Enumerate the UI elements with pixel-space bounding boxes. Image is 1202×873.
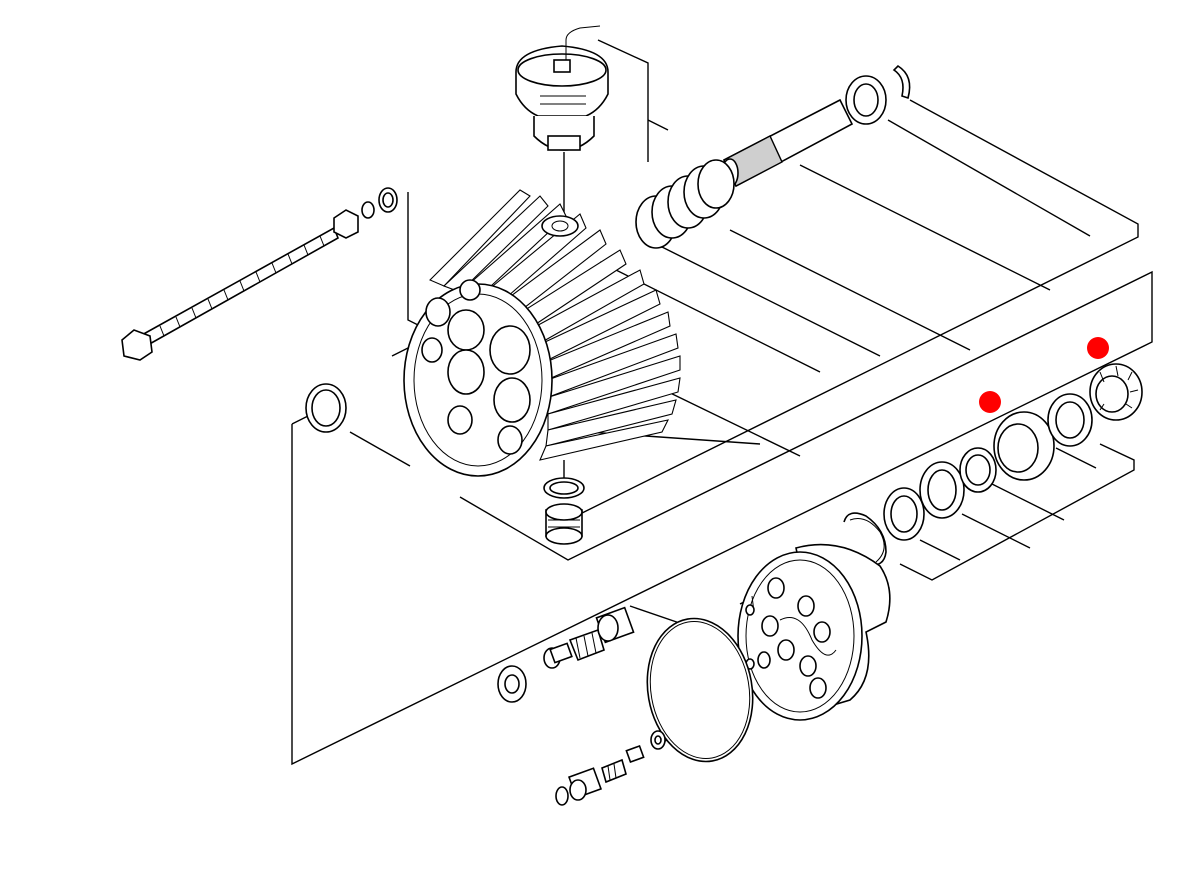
marker-dot-2 xyxy=(1087,337,1109,359)
through-bolt xyxy=(121,187,398,361)
pump-head xyxy=(403,189,681,477)
valve-parts-upper xyxy=(497,606,635,703)
valve-parts-lower xyxy=(555,730,666,806)
marker-dot-1 xyxy=(979,391,1001,413)
drain-plug xyxy=(545,503,583,545)
plug-oring xyxy=(543,477,585,499)
flange-seal xyxy=(305,383,347,433)
valve-plate xyxy=(737,543,891,721)
large-oring xyxy=(646,617,754,763)
piston-spring xyxy=(635,159,735,249)
seal-stack xyxy=(843,363,1143,566)
rod-seals xyxy=(845,64,911,125)
piston-rod xyxy=(721,98,854,188)
valve-cartridge xyxy=(515,25,609,151)
